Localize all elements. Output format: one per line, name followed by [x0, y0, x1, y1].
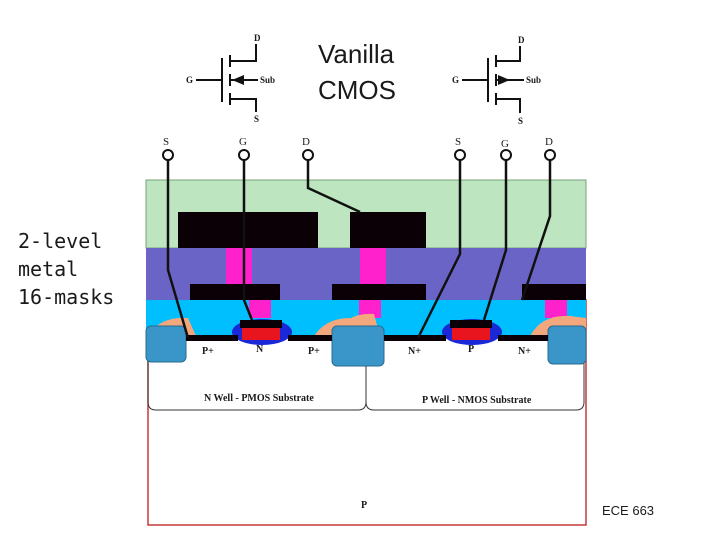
p-well-outline: [365, 350, 585, 411]
wire-pmos-source: [166, 155, 190, 339]
nmos-sub-label: Sub: [526, 75, 541, 85]
nmos-gate-metal: [450, 320, 492, 328]
nmos-drain-label: D: [518, 35, 525, 45]
p-well-label: P Well - NMOS Substrate: [422, 395, 532, 406]
terminal-g2-pad: [500, 149, 512, 161]
terminal-d2-label: D: [545, 136, 553, 148]
region-p-plus-left: P+: [202, 346, 214, 357]
wire-nmos-source: [416, 155, 462, 339]
title-line-1: Vanilla: [318, 39, 395, 69]
n-well-label: N Well - PMOS Substrate: [204, 393, 314, 404]
terminal-g1-pad: [238, 149, 250, 161]
terminal-d1-pad: [302, 149, 314, 161]
pmos-symbol: [196, 44, 258, 112]
pmos-sub-label: Sub: [260, 75, 275, 85]
region-p-under-gate: P: [468, 344, 474, 355]
isolation-right: [547, 325, 587, 365]
silicide-n-drain: [498, 335, 548, 341]
via1-pmos-gate: [249, 300, 271, 318]
via2-left: [226, 248, 252, 284]
wire-nmos-drain: [520, 155, 552, 301]
pmos-source-label: S: [254, 114, 259, 124]
silicide-n-source: [384, 335, 446, 341]
pmos-gate-label: G: [186, 75, 193, 85]
pmos-source-lead: [230, 98, 257, 112]
nmos-gate-label: G: [452, 75, 459, 85]
nmos-source-lead: [496, 98, 521, 113]
nmos-drain-lead: [496, 46, 521, 62]
silicide-p-source: [186, 335, 238, 341]
side-note-line-1: 2-level: [18, 229, 102, 253]
side-note-line-3: 16-masks: [18, 285, 114, 309]
title-line-2: CMOS: [318, 75, 396, 105]
isolation-middle: [331, 325, 385, 367]
terminal-d2-pad: [544, 149, 556, 161]
wire-pmos-gate: [242, 155, 254, 321]
interconnect-wires: [166, 155, 552, 339]
metal2-right: [350, 212, 426, 248]
terminal-s2-pad: [454, 149, 466, 161]
side-note-line-2: metal: [18, 257, 78, 281]
terminal-g1-label: G: [239, 136, 247, 148]
region-n-under-gate: N: [256, 344, 264, 355]
metal1-a: [190, 284, 280, 300]
isolation-left: [145, 325, 187, 363]
pmos-drain-lead: [230, 44, 257, 62]
metal2-left: [178, 212, 318, 248]
terminal-s1-label: S: [163, 136, 169, 148]
metal1-c: [522, 284, 586, 300]
substrate-label: P: [361, 500, 367, 511]
nmos-symbol: [462, 46, 524, 113]
silicide-p-drain: [288, 335, 332, 341]
wire-nmos-gate: [482, 155, 508, 321]
pmos-drain-label: D: [254, 33, 261, 43]
wire-pmos-drain: [306, 155, 361, 214]
n-well-outline: [147, 350, 367, 411]
footer-course-label: ECE 663: [602, 503, 654, 518]
region-p-plus-right: P+: [308, 346, 320, 357]
pmos-gate-metal: [240, 320, 282, 328]
terminal-s1-pad: [162, 149, 174, 161]
pmos-arrow-icon: [232, 75, 244, 85]
via1-right: [545, 300, 567, 318]
terminal-s2-label: S: [455, 136, 461, 148]
region-n-plus-right: N+: [518, 346, 531, 357]
pmos-gate-poly: [242, 328, 280, 340]
nmos-source-label: S: [518, 116, 523, 126]
terminal-d1-label: D: [302, 136, 310, 148]
metal1-b: [332, 284, 426, 300]
region-n-plus-left: N+: [408, 346, 421, 357]
terminal-g2-label: G: [501, 138, 509, 150]
via1-mid: [359, 300, 381, 318]
nmos-arrow-icon: [498, 75, 510, 85]
nmos-gate-poly: [452, 328, 490, 340]
via2-right: [360, 248, 386, 284]
